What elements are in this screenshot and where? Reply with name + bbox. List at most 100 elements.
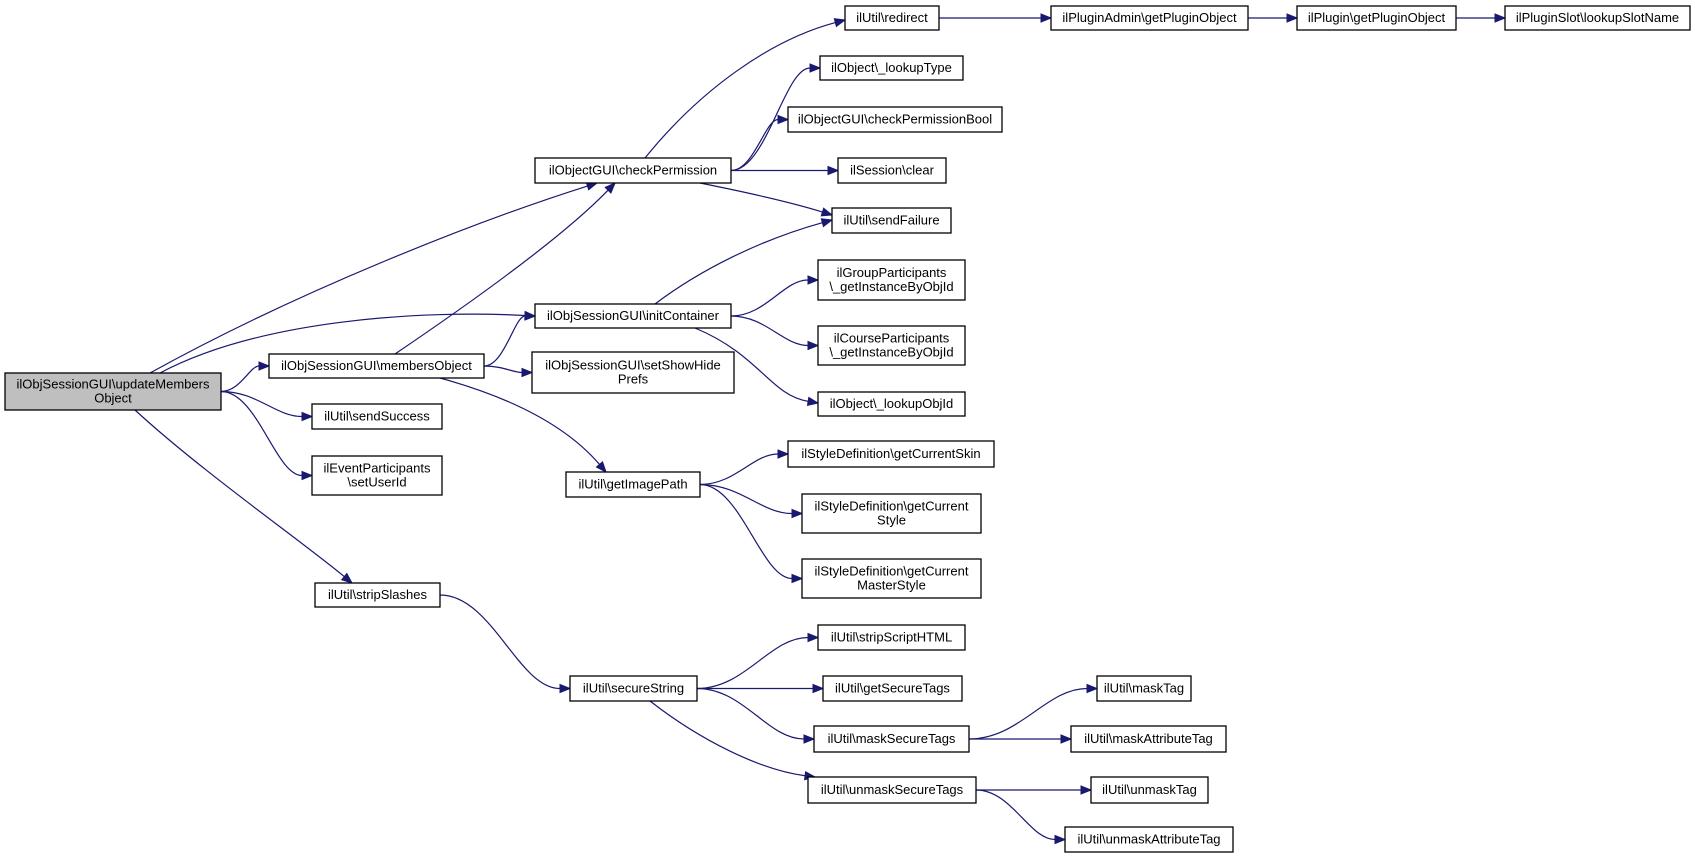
node-box	[534, 303, 732, 329]
node-box	[534, 157, 732, 184]
node-box	[801, 493, 982, 534]
node-lookupObjId[interactable]: ilObject\_lookupObjId	[817, 391, 966, 417]
edge-line	[483, 315, 526, 367]
node-secureString[interactable]: ilUtil\secureString	[569, 675, 698, 702]
edge-arrowhead	[807, 340, 820, 351]
edge-line	[483, 365, 523, 374]
edge-arrowhead	[1060, 734, 1073, 744]
node-label: ilUtil\unmaskSecureTags	[821, 782, 964, 797]
edge-line	[694, 327, 809, 402]
edge-getImagePath-to-getCurrentStyle	[699, 483, 804, 519]
edge-membersObject-to-checkPermission	[394, 182, 616, 355]
edge-pluginAdminGetPluginObject-to-pluginGetPluginObject	[1248, 13, 1299, 23]
edge-arrowhead	[1054, 834, 1067, 845]
node-box	[1090, 776, 1209, 804]
node-unmaskAttributeTag[interactable]: ilUtil\unmaskAttributeTag	[1064, 826, 1234, 853]
edge-arrowhead	[820, 207, 834, 217]
edge-line	[730, 279, 809, 317]
node-getSecureTags[interactable]: ilUtil\getSecureTags	[822, 675, 963, 702]
node-membersObject[interactable]: ilObjSessionGUI\membersObject	[268, 353, 485, 379]
node-checkPermissionBool[interactable]: ilObjectGUI\checkPermissionBool	[787, 106, 1003, 133]
node-box	[1504, 5, 1691, 31]
node-label: ilCourseParticipants	[834, 331, 950, 346]
node-label: ilObject\_lookupObjId	[830, 396, 954, 411]
edge-arrowhead	[258, 361, 271, 371]
node-lookupSlotName[interactable]: ilPluginSlot\lookupSlotName	[1504, 5, 1691, 31]
node-groupParticipants[interactable]: ilGroupParticipants\_getInstanceByObjId	[817, 259, 966, 301]
node-box	[1064, 826, 1234, 853]
node-setUserId[interactable]: ilEventParticipants\setUserId	[311, 455, 443, 496]
node-pluginGetPluginObject[interactable]: ilPlugin\getPluginObject	[1296, 5, 1457, 31]
edge-root-to-stripSlashes	[134, 409, 354, 584]
node-courseParticipants[interactable]: ilCourseParticipants\_getInstanceByObjId	[817, 325, 966, 366]
node-unmaskSecureTags[interactable]: ilUtil\unmaskSecureTags	[807, 776, 977, 804]
node-box	[807, 776, 977, 804]
node-sessionClear[interactable]: ilSession\clear	[837, 157, 947, 184]
edge-secureString-to-maskSecureTags	[696, 687, 816, 744]
node-label: \setUserId	[347, 475, 406, 490]
edge-arrowhead	[827, 165, 840, 176]
edge-line	[730, 118, 779, 172]
node-box	[311, 455, 443, 496]
node-box	[268, 353, 485, 379]
node-box	[819, 55, 964, 81]
node-box	[801, 558, 982, 599]
edge-root-to-setUserId	[220, 390, 314, 481]
edge-arrowhead	[604, 182, 616, 194]
edge-line	[730, 315, 809, 347]
node-pluginAdminGetPluginObject[interactable]: ilPluginAdmin\getPluginObject	[1050, 5, 1249, 31]
edge-arrowhead	[1086, 683, 1099, 694]
edge-checkPermission-to-redirect	[644, 18, 847, 159]
edge-membersObject-to-getImagePath	[439, 377, 607, 474]
edge-membersObject-to-initContainer	[483, 311, 537, 367]
node-box	[311, 403, 443, 430]
node-stripSlashes[interactable]: ilUtil\stripSlashes	[314, 582, 441, 608]
edge-arrowhead	[1040, 13, 1053, 23]
edge-arrowhead	[833, 18, 847, 28]
node-lookupType[interactable]: ilObject\_lookupType	[819, 55, 964, 81]
edge-line	[220, 390, 303, 418]
node-maskAttributeTag[interactable]: ilUtil\maskAttributeTag	[1070, 725, 1227, 753]
node-getImagePath[interactable]: ilUtil\getImagePath	[565, 471, 701, 498]
node-label: ilObjectGUI\checkPermission	[549, 163, 717, 178]
edge-line	[394, 189, 609, 355]
node-label: ilUtil\maskSecureTags	[828, 731, 956, 746]
node-initContainer[interactable]: ilObjSessionGUI\initContainer	[534, 303, 732, 329]
node-unmaskTag[interactable]: ilUtil\unmaskTag	[1090, 776, 1209, 804]
node-box	[817, 624, 966, 651]
node-box	[817, 391, 966, 417]
node-maskTag[interactable]: ilUtil\maskTag	[1096, 675, 1192, 702]
node-maskSecureTags[interactable]: ilUtil\maskSecureTags	[813, 725, 970, 753]
edge-arrowhead	[777, 449, 790, 459]
edge-arrowhead	[521, 367, 534, 378]
edge-getImagePath-to-getCurrentMasterStyle	[699, 483, 804, 584]
node-redirect[interactable]: ilUtil\redirect	[844, 5, 940, 31]
edge-root-to-membersObject	[220, 361, 271, 393]
edge-line	[654, 222, 823, 305]
edge-secureString-to-unmaskSecureTags	[649, 700, 817, 781]
node-box	[817, 325, 966, 366]
node-sendSuccess[interactable]: ilUtil\sendSuccess	[311, 403, 443, 430]
node-label: ilUtil\sendSuccess	[324, 409, 430, 424]
edge-arrowhead	[1080, 785, 1093, 795]
edge-arrowhead	[807, 632, 820, 643]
edge-arrowhead	[1286, 13, 1299, 23]
node-label: ilObjSessionGUI\initContainer	[547, 308, 720, 323]
node-label: ilUtil\stripScriptHTML	[831, 630, 952, 645]
node-getCurrentSkin[interactable]: ilStyleDefinition\getCurrentSkin	[787, 440, 995, 468]
node-box	[565, 471, 701, 498]
node-checkPermission[interactable]: ilObjectGUI\checkPermission	[534, 157, 732, 184]
node-sendFailure[interactable]: ilUtil\sendFailure	[831, 207, 952, 234]
edge-line	[699, 483, 793, 580]
edge-line	[699, 483, 793, 515]
node-box	[817, 259, 966, 301]
edge-arrowhead	[806, 396, 820, 406]
node-stripScriptHTML[interactable]: ilUtil\stripScriptHTML	[817, 624, 966, 651]
node-box	[314, 582, 441, 608]
node-label: Prefs	[618, 372, 649, 387]
